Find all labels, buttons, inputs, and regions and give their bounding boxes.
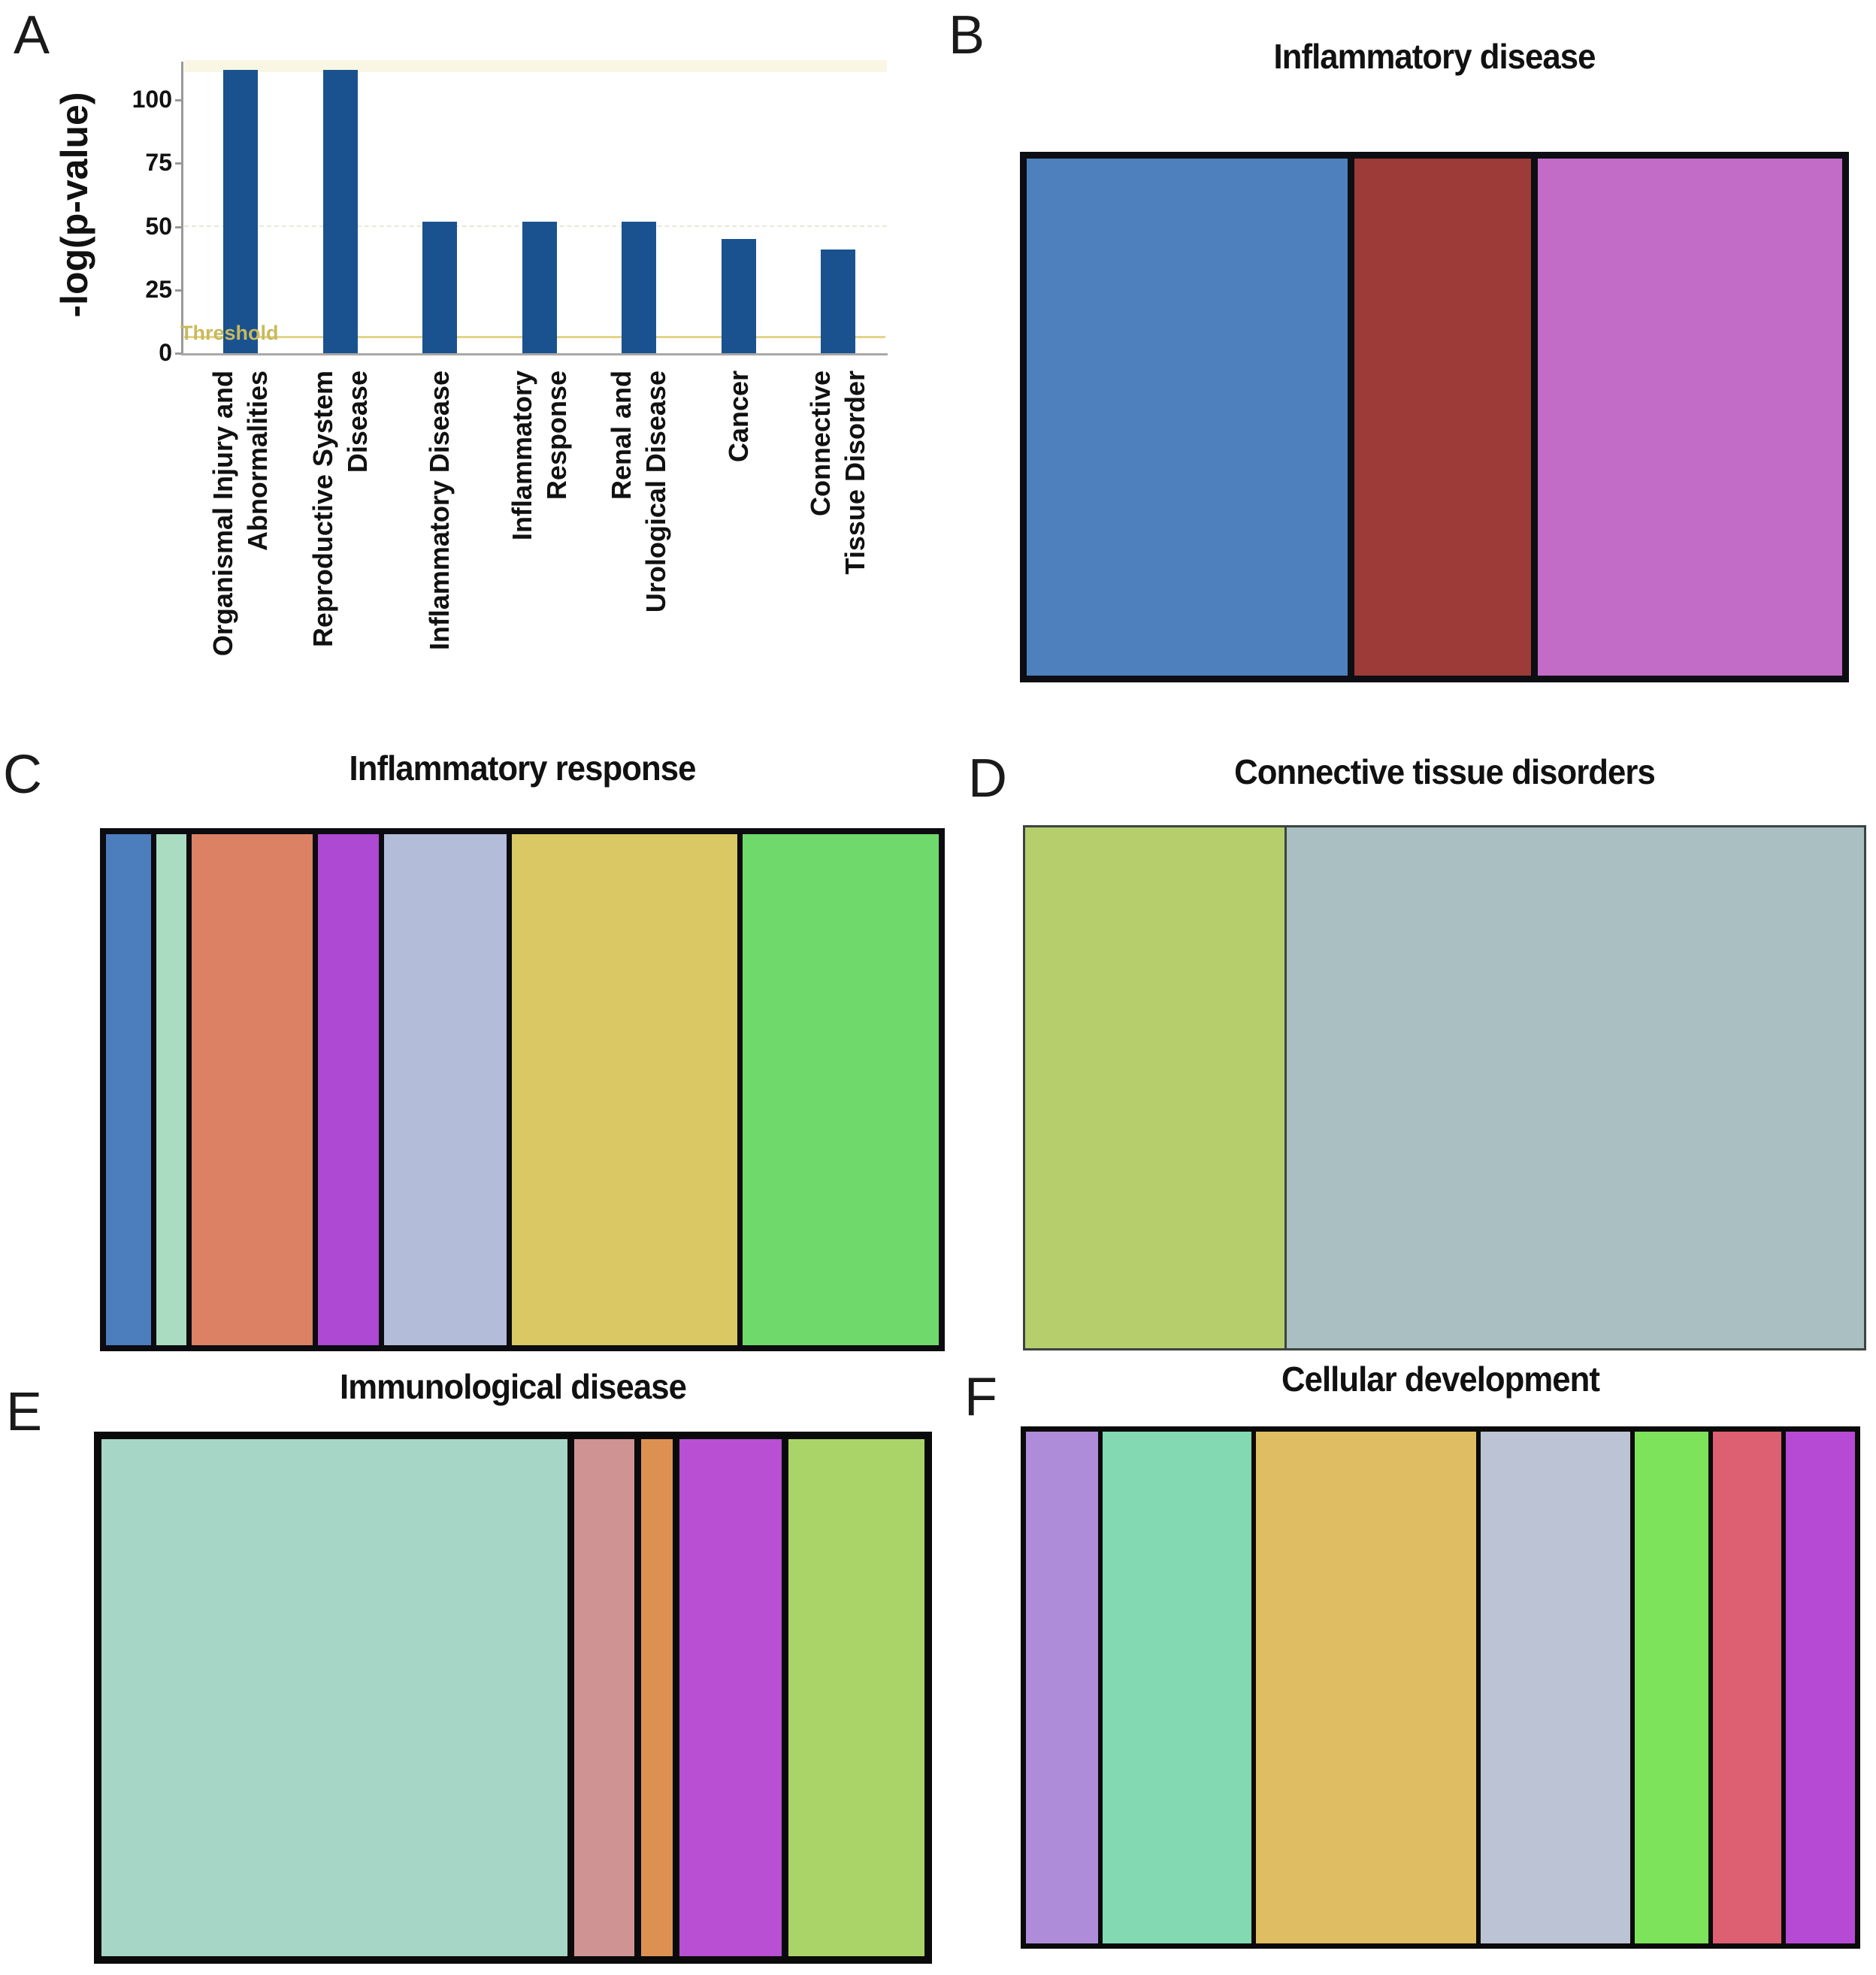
bar	[223, 69, 258, 353]
bar	[622, 221, 656, 353]
panel-f-letter: F	[964, 1367, 997, 1427]
panel-d-title: Connective tissue disorders	[1234, 752, 1656, 791]
panel-b-title: Inflammatory disease	[1273, 37, 1596, 76]
panel-a-letter: A	[14, 5, 50, 65]
treemap-segment	[192, 834, 313, 1345]
bar	[522, 221, 557, 353]
panel-e-title: Immunological disease	[340, 1367, 687, 1406]
treemap-segment	[1712, 1432, 1781, 1943]
treemap-segment	[384, 834, 507, 1345]
treemap-segment	[1025, 827, 1285, 1348]
treemap-segment	[1481, 1432, 1630, 1943]
treemap-segment	[1027, 159, 1348, 676]
plot-background-band	[184, 60, 887, 72]
y-tick-label: 100	[132, 86, 172, 113]
treemap-segment	[788, 1439, 924, 1956]
y-axis-line	[181, 62, 183, 355]
y-tick-mark	[175, 225, 183, 228]
treemap-segment	[1256, 1432, 1477, 1943]
y-tick-label: 25	[145, 275, 172, 303]
y-tick-mark	[175, 162, 183, 165]
treemap-segment	[317, 834, 380, 1345]
panel-e-letter: E	[6, 1382, 43, 1442]
bar	[322, 69, 358, 353]
y-tick-label: 0	[159, 339, 172, 366]
panel-c-letter: C	[3, 745, 42, 805]
treemap-segment	[101, 1439, 568, 1956]
x-category-label: Reproductive System Disease	[307, 371, 373, 648]
treemap-segment	[1287, 827, 1864, 1348]
treemap-segment	[1026, 1432, 1098, 1943]
treemap-segment	[679, 1439, 782, 1956]
panel-c-title: Inflammatory response	[349, 749, 697, 788]
y-axis-title: -log(p-value)	[53, 92, 95, 318]
treemap-segment	[1102, 1432, 1252, 1943]
treemap-segment	[512, 834, 738, 1345]
panel-d-letter: D	[968, 749, 1007, 809]
treemap-segment	[1785, 1432, 1855, 1943]
x-category-label: Connective Tissue Disorder	[805, 371, 870, 575]
treemap-segment	[106, 834, 152, 1345]
x-category-label: Renal and Urological Disease	[606, 371, 671, 613]
treemap-inflammatory-response	[100, 828, 945, 1351]
treemap-connective-tissue-disorders	[1023, 825, 1866, 1350]
treemap-segment	[1537, 159, 1842, 676]
x-category-label: Inflammatory Disease	[424, 371, 455, 651]
x-category-label: Cancer	[722, 371, 754, 463]
treemap-segment	[156, 834, 187, 1345]
x-category-label: Inflammatory Response	[506, 371, 572, 541]
y-tick-mark	[175, 352, 183, 355]
x-category-label: Organismal Injury and Abnormalities	[207, 371, 273, 657]
bar	[721, 239, 756, 353]
bar	[422, 221, 457, 353]
y-tick-label: 75	[145, 149, 172, 177]
treemap-segment	[743, 834, 939, 1345]
treemap-segment	[1354, 159, 1531, 676]
threshold-label: Threshold	[180, 322, 279, 344]
bar	[821, 249, 855, 353]
treemap-cellular-development	[1021, 1426, 1860, 1949]
y-tick-mark	[175, 289, 183, 292]
y-tick-mark	[175, 99, 183, 101]
treemap-segment	[574, 1439, 635, 1956]
treemap-segment	[641, 1439, 673, 1956]
treemap-segment	[1634, 1432, 1708, 1943]
treemap-inflammatory-disease	[1020, 152, 1849, 682]
y-tick-label: 50	[145, 212, 172, 240]
panel-f-title: Cellular development	[1281, 1360, 1600, 1399]
x-axis-line	[181, 353, 888, 355]
bar-chart-panel: -log(p-value) 0 25 50 75 100 Threshold Organ…	[0, 0, 940, 812]
treemap-immunological-disease	[94, 1432, 932, 1964]
panel-b-letter: B	[949, 5, 985, 65]
